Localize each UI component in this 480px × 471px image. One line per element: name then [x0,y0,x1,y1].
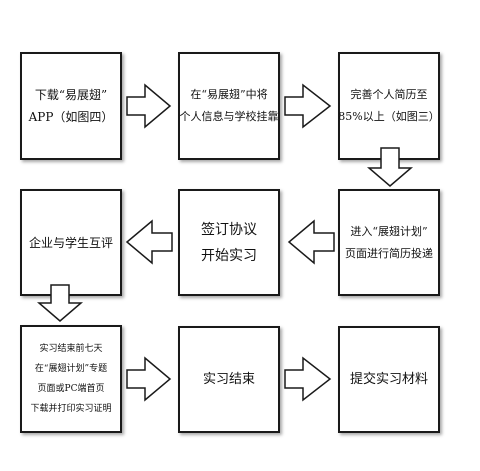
step-text-line: 在“展翅计划”专题 [34,364,108,374]
step-text-line: 进入“展翅计划” [350,224,428,238]
arrow-right-icon [284,356,332,402]
step-text-line: 实习结束前七天 [39,344,103,354]
step-download-certificate: 实习结束前七天 在“展翅计划”专题 页面或PC端首页 下载并打印实习证明 [20,325,122,433]
step-sign-agreement: 签订协议 开始实习 [178,189,280,296]
step-text-line: 85%以上（如图三） [338,110,440,123]
arrow-right-icon [126,356,172,402]
step-text-line: 企业与学生互评 [28,235,113,250]
step-submit-resume: 进入“展翅计划” 页面进行简历投递 [338,189,440,296]
step-text-line: 实习结束 [202,371,255,387]
step-text-line: 开始实习 [201,247,257,264]
step-text-line: 完善个人简历至 [350,88,428,101]
step-text-line: APP（如图四） [28,110,114,124]
arrow-left-icon [125,219,173,265]
step-complete-resume: 完善个人简历至 85%以上（如图三） [338,52,440,160]
step-internship-end: 实习结束 [178,326,280,433]
step-text-line: 个人信息与学校挂靠 [179,110,279,123]
arrow-right-icon [284,83,332,129]
step-text-line: 页面进行简历投递 [345,246,433,260]
step-text-line: 页面或PC端首页 [37,384,105,394]
step-text-line: 下载并打印实习证明 [30,404,112,414]
arrow-right-icon [126,83,172,129]
step-mutual-review: 企业与学生互评 [20,189,122,296]
step-text-line: 下载“易展翅” [34,88,108,102]
step-text-line: 签订协议 [201,221,257,238]
arrow-left-icon [287,219,335,265]
arrow-down-icon [36,284,84,322]
step-register-school: 在“易展翅”中将 个人信息与学校挂靠 [178,52,280,160]
step-text-line: 提交实习材料 [349,371,428,387]
step-text-line: 在“易展翅”中将 [190,88,268,101]
step-submit-materials: 提交实习材料 [338,326,440,433]
step-download-app: 下载“易展翅” APP（如图四） [20,52,122,160]
arrow-down-icon [366,147,414,187]
